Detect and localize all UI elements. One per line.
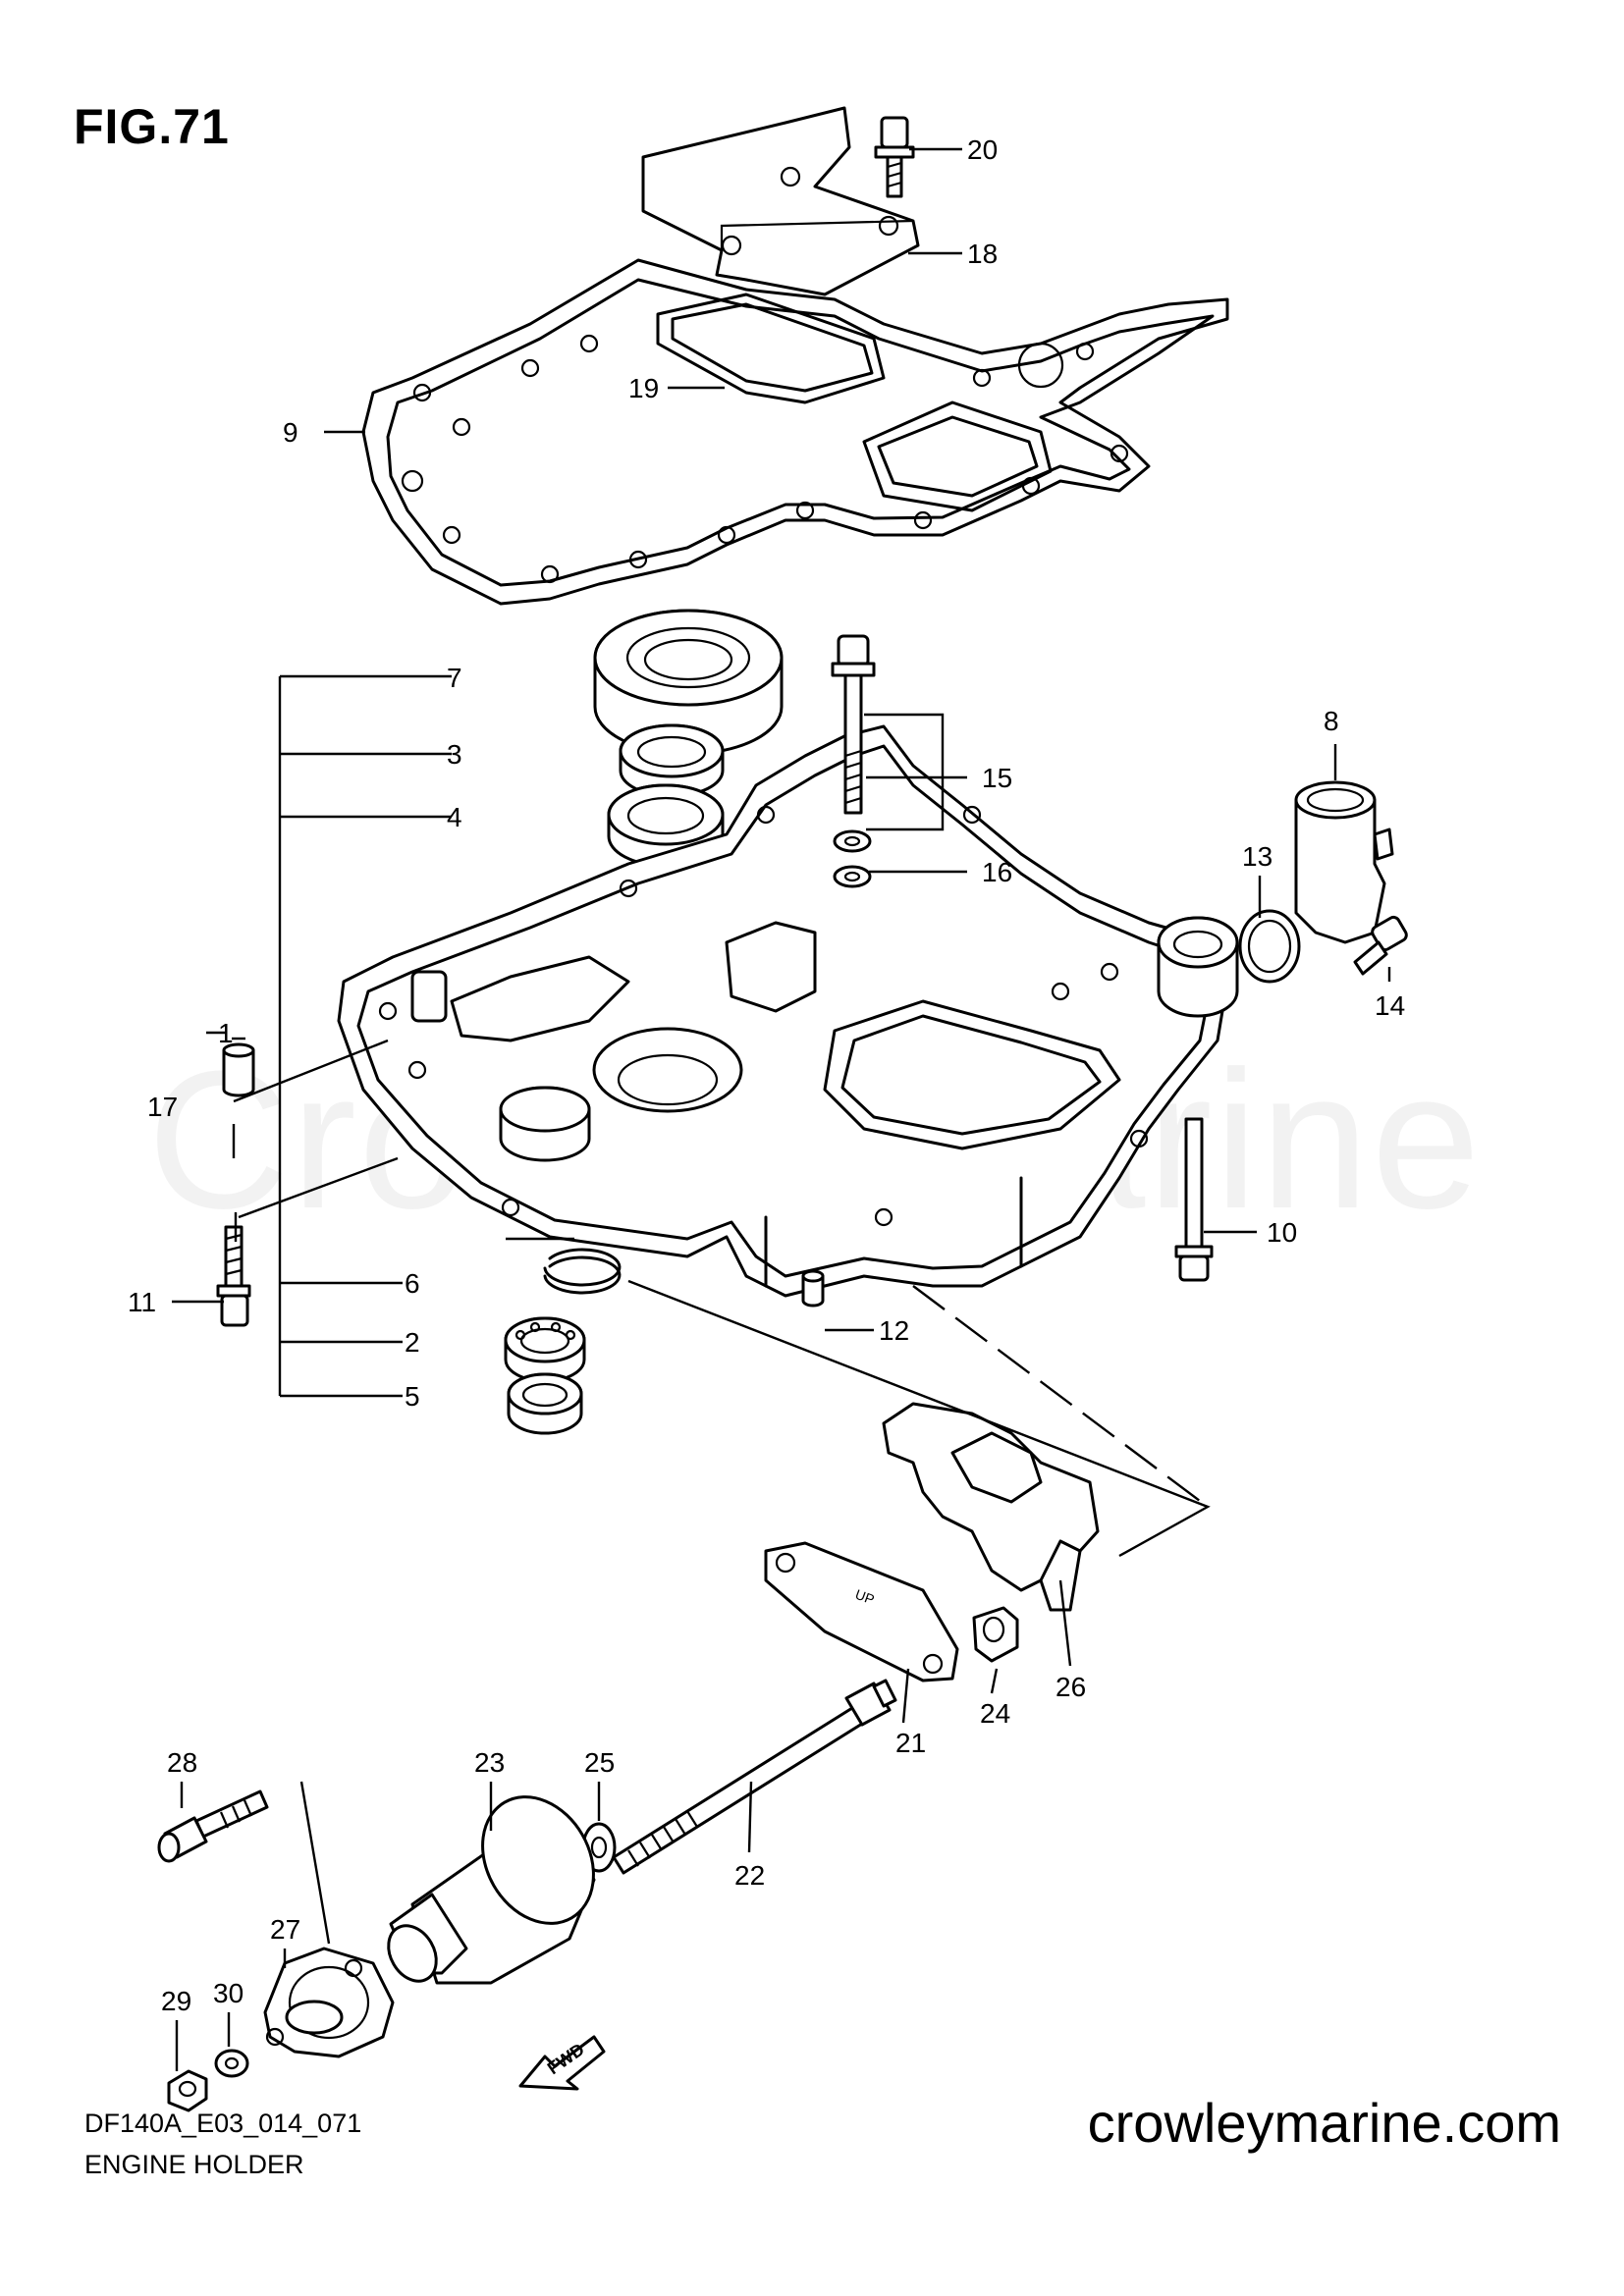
part-28-bolt[interactable] xyxy=(157,1789,269,1863)
callout-1: 1 xyxy=(218,1018,234,1048)
callout-28: 28 xyxy=(167,1747,197,1778)
callout-20: 20 xyxy=(967,134,998,165)
callout-2: 2 xyxy=(405,1327,420,1358)
callout-10: 10 xyxy=(1267,1217,1297,1248)
callout-19: 19 xyxy=(628,373,659,403)
callout-11: 11 xyxy=(128,1287,156,1317)
callout-8: 8 xyxy=(1324,706,1339,736)
part-13-o-ring[interactable] xyxy=(1238,909,1301,984)
callout-16: 16 xyxy=(982,857,1012,887)
callout-13: 13 xyxy=(1242,841,1272,872)
callout-18: 18 xyxy=(967,239,998,269)
leader-lines xyxy=(172,147,1391,2071)
part-16-washer[interactable] xyxy=(833,829,872,888)
part-17-dowel[interactable] xyxy=(222,1042,255,1097)
callout-9: 9 xyxy=(283,417,298,448)
drawing-code: DF140A_E03_014_071 xyxy=(84,2109,362,2138)
callout-24: 24 xyxy=(980,1698,1010,1729)
callout-27: 27 xyxy=(270,1914,300,1945)
part-5-oil-seal[interactable] xyxy=(507,1372,583,1435)
part-9-gasket[interactable] xyxy=(361,258,1229,606)
part-24-nut[interactable] xyxy=(972,1606,1019,1663)
callout-14: 14 xyxy=(1375,990,1405,1021)
part-30-washer[interactable] xyxy=(214,2049,249,2078)
part-7-bearing[interactable] xyxy=(593,609,784,756)
part-26-mount-bracket[interactable] xyxy=(882,1402,1100,1612)
callout-5: 5 xyxy=(405,1381,420,1412)
callout-26: 26 xyxy=(1056,1672,1086,1702)
part-20-bolt[interactable] xyxy=(874,116,915,198)
callout-15: 15 xyxy=(982,763,1012,793)
part-27-mount-retainer[interactable] xyxy=(263,1947,395,2058)
callout-numbers: 20 18 19 9 7 3 4 15 16 8 13 14 10 1 17 1… xyxy=(128,134,1405,2016)
callout-25: 25 xyxy=(584,1747,615,1778)
callout-17: 17 xyxy=(147,1092,178,1122)
group-bracket-lines xyxy=(232,674,1211,1945)
part-12-dowel[interactable] xyxy=(801,1269,825,1308)
callout-22: 22 xyxy=(734,1860,765,1891)
callout-21: 21 xyxy=(895,1728,926,1758)
part-8-elbow[interactable] xyxy=(1294,780,1394,944)
part-22-through-bolt[interactable] xyxy=(612,1679,897,1875)
part-29-nut[interactable] xyxy=(167,2069,208,2112)
callout-3: 3 xyxy=(447,739,462,770)
callout-6: 6 xyxy=(405,1268,420,1299)
gasket-up-mark: UP xyxy=(853,1586,877,1608)
fwd-arrow-icon: FWD xyxy=(518,2035,606,2091)
figure-title: FIG.71 xyxy=(74,99,230,154)
part-11-bolt[interactable] xyxy=(216,1225,251,1327)
callout-29: 29 xyxy=(161,1986,191,2016)
diagram-caption: ENGINE HOLDER xyxy=(84,2150,304,2179)
part-6-circlip[interactable] xyxy=(543,1248,622,1295)
part-23-rubber-mount[interactable] xyxy=(379,1777,616,1990)
website-link[interactable]: crowleymarine.com xyxy=(1087,2092,1561,2154)
part-3-oil-seal[interactable] xyxy=(619,723,725,798)
part-2-ball-bearing[interactable] xyxy=(504,1316,586,1383)
callout-7: 7 xyxy=(447,663,462,693)
callout-12: 12 xyxy=(879,1315,909,1346)
part-10-bolt[interactable] xyxy=(1174,1117,1214,1282)
part-18-cover-plate[interactable] xyxy=(641,106,920,296)
part-15-bolt[interactable] xyxy=(831,634,876,815)
callout-23: 23 xyxy=(474,1747,505,1778)
part-21-plate-gasket[interactable]: UP xyxy=(764,1541,959,1682)
callout-4: 4 xyxy=(447,802,462,832)
part-1-engine-holder[interactable] xyxy=(337,724,1239,1298)
callout-30: 30 xyxy=(213,1978,244,2008)
part-14-bolt[interactable] xyxy=(1353,915,1408,976)
